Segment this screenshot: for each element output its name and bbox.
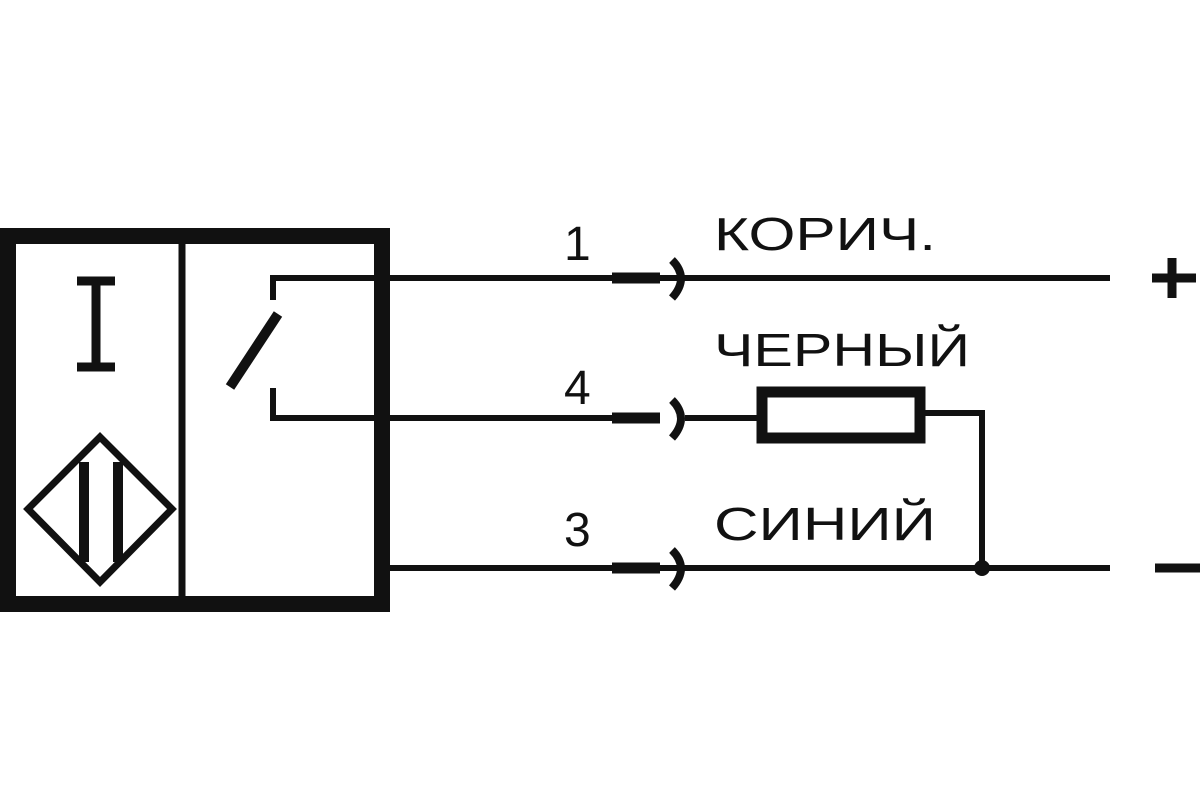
wire-1-color-label: КОРИЧ. [714, 208, 936, 260]
wire-4-color-label: ЧЕРНЫЙ [714, 324, 970, 376]
switch-contact-icon [225, 275, 1110, 421]
connector-icons [612, 257, 757, 591]
proximity-sensor-icon [23, 432, 177, 587]
junction-dot [974, 560, 990, 576]
load-resistor-icon [756, 386, 926, 444]
plus-icon [1152, 258, 1196, 298]
wire-3-color-label: СИНИЙ [714, 498, 936, 550]
pin-3-label: 3 [564, 504, 591, 557]
inductive-symbol-icon [77, 276, 115, 372]
pin-1-label: 1 [564, 218, 591, 271]
pin-4-label: 4 [564, 362, 591, 415]
load-return-wire [925, 410, 985, 568]
